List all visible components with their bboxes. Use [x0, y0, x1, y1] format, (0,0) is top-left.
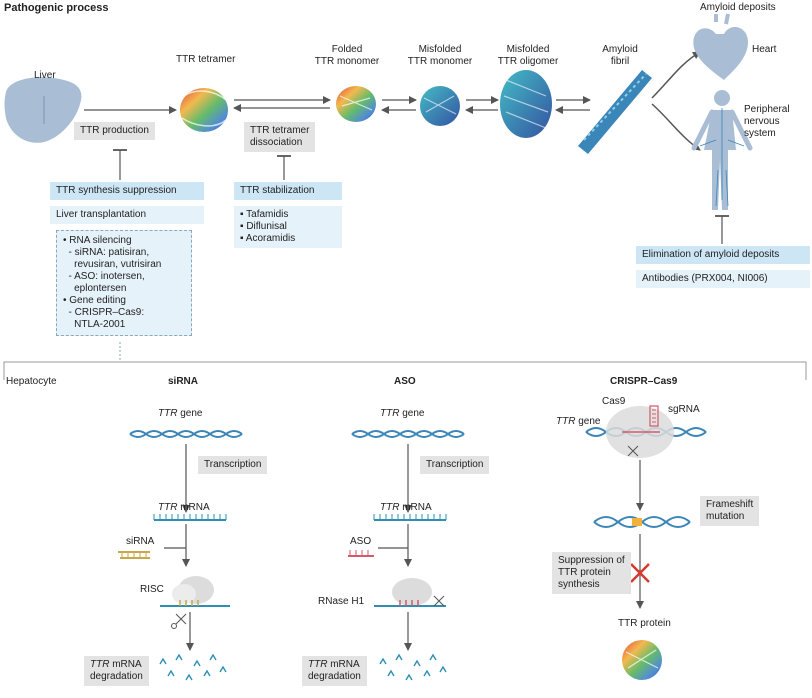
aso-transcription-box: Transcription: [420, 456, 490, 474]
aso-label: ASO: [350, 536, 372, 547]
ttr-protein-icon: [622, 640, 662, 680]
sirna-mrna-label: TTR mRNA: [158, 502, 210, 513]
folded-monomer-icon: [336, 86, 376, 122]
heart-label: Heart: [752, 44, 777, 55]
ttr-tetramer-label: TTR tetramer: [176, 54, 236, 65]
sirna-transcription-box: Transcription: [198, 456, 268, 474]
aso-pathway-art: [348, 430, 465, 681]
aso-gene-label: TTR gene: [380, 408, 425, 419]
rna-item-2: revusiran, vutrisiran: [63, 259, 162, 270]
sirna-gene-label: TTR gene: [158, 408, 203, 419]
crispr-pathway-art: [585, 405, 707, 680]
sirna-label: siRNA: [126, 536, 155, 547]
rnase-h1-label: RNase H1: [318, 596, 365, 607]
antibodies-box: Antibodies (PRX004, NI006): [636, 270, 810, 288]
misfolded-oligomer-icon: [500, 70, 552, 138]
liver-transplantation-box: Liver transplantation: [50, 206, 204, 224]
synthesis-suppression-box: TTR synthesis suppression: [50, 182, 204, 200]
rna-item-4: eplontersen: [63, 283, 127, 294]
amyloid-fibril-icon: [578, 70, 652, 154]
risc-label: RISC: [140, 584, 164, 595]
stabilization-box: TTR stabilization: [234, 182, 342, 200]
ttr-production-box: TTR production: [74, 122, 155, 140]
rna-item-5: • Gene editing: [63, 295, 126, 306]
sirna-pathway-art: [118, 430, 243, 681]
sirna-title: siRNA: [168, 376, 199, 387]
human-nervous-system-icon: [691, 90, 753, 210]
amyloid-deposits-label: Amyloid deposits: [700, 2, 776, 13]
elimination-box: Elimination of amyloid deposits: [636, 246, 810, 264]
aso-mrna-label: TTR mRNA: [380, 502, 432, 513]
stabilizer-item: ▪ Diflunisal: [240, 221, 287, 232]
section-title-pathogenic: Pathogenic process: [4, 2, 109, 14]
rna-therapies-box: • RNA silencing - siRNA: patisiran, revu…: [56, 230, 192, 336]
rna-item-1: - siRNA: patisiran,: [63, 247, 150, 258]
ttr-protein-label: TTR protein: [618, 618, 671, 629]
stabilizer-item: ▪ Tafamidis: [240, 209, 289, 220]
hepatocyte-border: [3, 361, 807, 380]
liver-label: Liver: [34, 70, 56, 81]
misfolded-monomer-icon: [420, 86, 460, 126]
aso-degradation-box: TTR mRNA degradation: [302, 656, 367, 686]
cas9-label: Cas9: [602, 396, 626, 407]
aso-title: ASO: [394, 376, 416, 387]
rna-item-0: • RNA silencing: [63, 235, 132, 246]
rna-item-3: - ASO: inotersen,: [63, 271, 145, 282]
stabilizer-item: ▪ Acoramidis: [240, 233, 296, 244]
ttr-tetramer-icon: [180, 88, 228, 132]
cross-icon: [630, 563, 650, 583]
liver-icon: [4, 77, 82, 143]
heart-icon: [693, 13, 748, 80]
rna-item-7: NTLA-2001: [63, 319, 126, 330]
hepatocyte-label: Hepatocyte: [6, 376, 57, 387]
crispr-title: CRISPR–Cas9: [610, 376, 678, 387]
sirna-degradation-box: TTR mRNA degradation: [84, 656, 149, 686]
stabilizers-box: ▪ Tafamidis ▪ Diflunisal ▪ Acoramidis: [234, 206, 342, 248]
rna-item-6: - CRISPR–Cas9:: [63, 307, 145, 318]
crispr-gene-label: TTR gene: [556, 416, 601, 427]
sgrna-label: sgRNA: [668, 404, 700, 415]
